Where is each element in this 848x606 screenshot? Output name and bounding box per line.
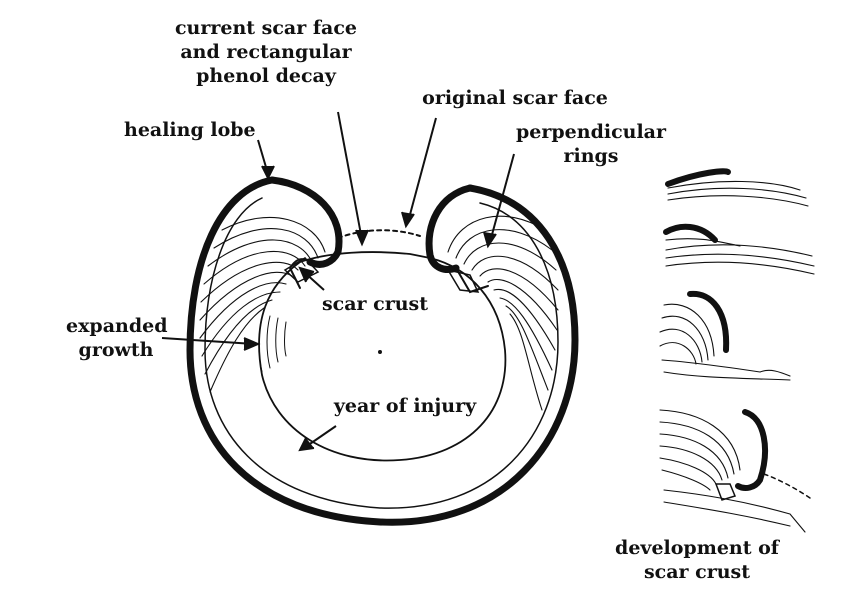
label-development-line-1: development of [615, 537, 779, 559]
label-perpendicular-rings-line-1: perpendicular [516, 121, 666, 143]
arrowhead-current-scar-face [355, 229, 369, 247]
label-perpendicular-rings: perpendicular rings [508, 120, 674, 168]
arrowhead-healing-lobe [261, 165, 275, 181]
label-healing-lobe: healing lobe [124, 118, 256, 142]
label-year-of-injury-text: year of injury [333, 395, 477, 417]
label-original-scar-face-text: original scar face [422, 87, 608, 109]
label-current-scar-face: current scar face and rectangular phenol… [168, 16, 364, 88]
pith-dot [378, 350, 382, 354]
inner-bark-edge [204, 197, 559, 509]
tree-cross-section [186, 176, 579, 526]
development-stage-2 [663, 223, 815, 275]
label-scar-crust-text: scar crust [321, 293, 429, 315]
leader-arrows [161, 111, 515, 452]
arrowhead-original-scar-face [401, 211, 415, 229]
left-healing-lobe-cap [268, 176, 343, 268]
arrowhead-year-of-injury [298, 437, 315, 452]
development-stage-4 [659, 409, 811, 533]
arrow-expanded-growth [161, 337, 255, 345]
arrowhead-scar-crust [298, 266, 315, 283]
expanded-growth-hatching [258, 315, 287, 373]
label-current-scar-face-line-2: and rectangular [180, 41, 352, 63]
original-scar-face-dashed [337, 229, 421, 239]
label-current-scar-face-line-1: current scar face [174, 17, 358, 39]
development-stage-3 [659, 290, 791, 381]
development-series [659, 168, 815, 533]
arrowhead-expanded-growth [243, 337, 261, 351]
year-of-injury-ring [258, 251, 507, 462]
arrowhead-perpendicular-rings [483, 231, 497, 249]
label-current-scar-face-line-3: phenol decay [196, 65, 336, 87]
development-stage-1 [665, 168, 809, 207]
label-development-line-2: scar crust [643, 561, 751, 583]
scar-crust-right [446, 268, 480, 293]
label-scar-crust: scar crust [320, 292, 430, 316]
label-original-scar-face: original scar face [420, 86, 610, 110]
label-development-of-scar-crust: development of scar crust [612, 536, 782, 584]
outer-bark-outline [186, 176, 579, 526]
arrow-current-scar-face [337, 111, 363, 241]
label-perpendicular-rings-line-2: rings [563, 145, 619, 167]
arrow-perpendicular-rings [489, 153, 515, 243]
left-lobe-growth-rings [199, 216, 326, 393]
right-healing-lobe-cap [425, 184, 474, 273]
arrow-original-scar-face [407, 117, 437, 223]
right-lobe-inner [455, 267, 489, 294]
label-expanded-growth-line-2: growth [78, 339, 154, 361]
label-expanded-growth-line-1: expanded [66, 315, 168, 337]
scar-crust-left [283, 257, 320, 283]
label-year-of-injury: year of injury [330, 394, 480, 418]
label-healing-lobe-text: healing lobe [124, 119, 256, 141]
label-expanded-growth: expanded growth [66, 314, 168, 362]
